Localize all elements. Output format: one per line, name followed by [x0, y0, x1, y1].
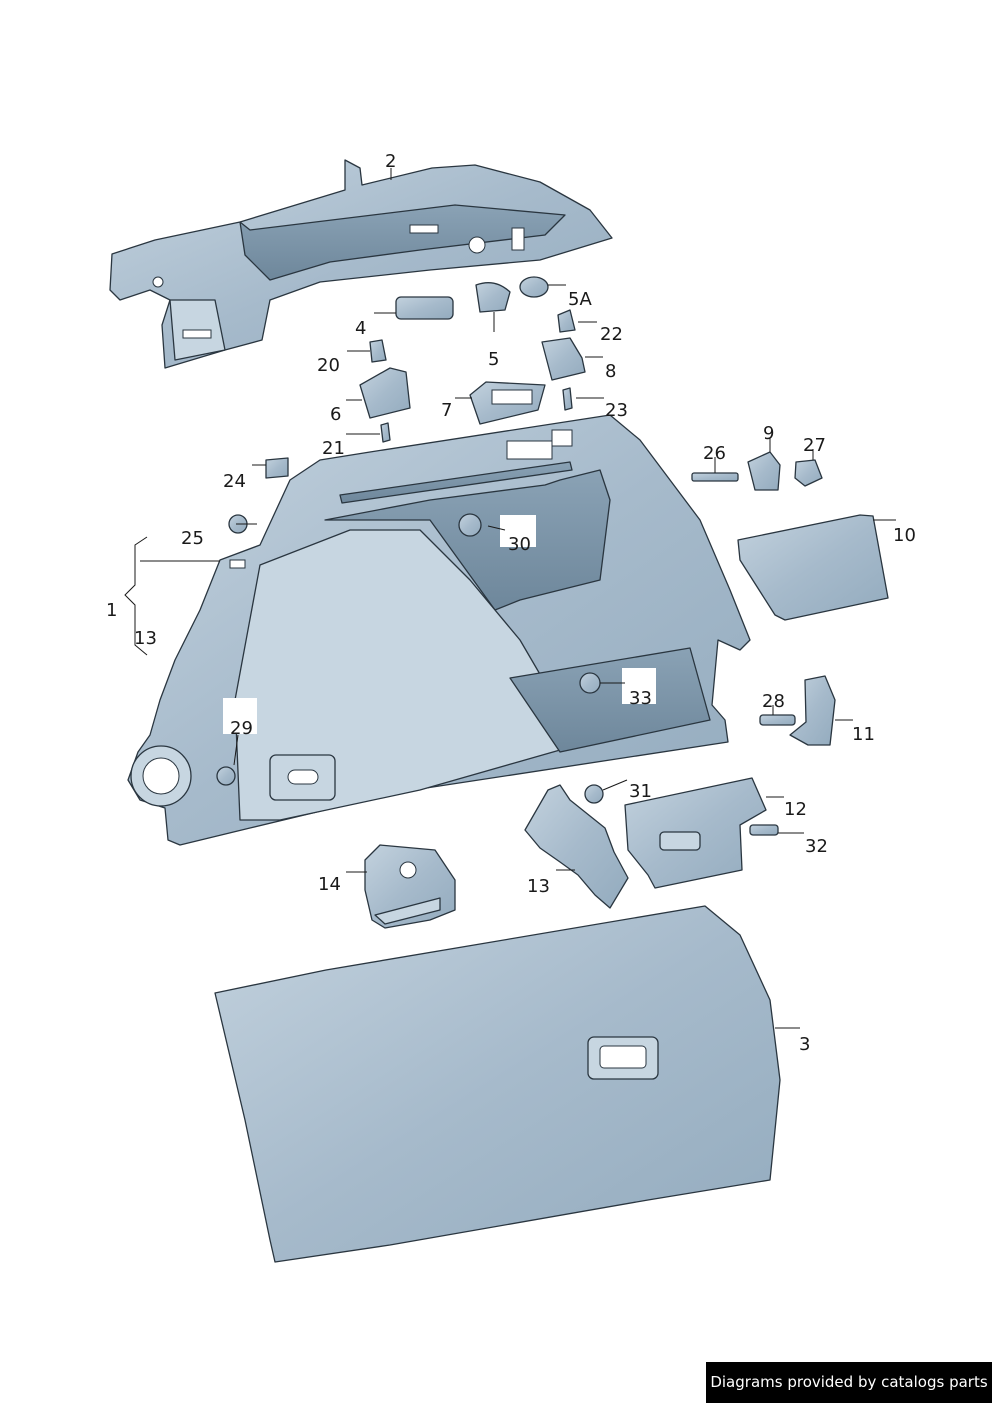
- bracket-6: [359, 367, 411, 419]
- callout-13-lower: 13: [527, 876, 550, 897]
- mounting-bracket-strip: [524, 784, 629, 909]
- clip-30: [458, 513, 482, 537]
- callout-32: 32: [805, 836, 828, 857]
- clip-33: [579, 672, 601, 694]
- bracket-11: [789, 675, 836, 746]
- small-parts: [216, 276, 836, 836]
- callout-26: 26: [703, 443, 726, 464]
- callout-29: 29: [230, 718, 253, 739]
- callout-3: 3: [799, 1034, 810, 1055]
- callout-4: 4: [355, 318, 366, 339]
- callout-13-upper: 13: [134, 628, 157, 649]
- callout-22: 22: [600, 324, 623, 345]
- screw-23: [562, 387, 573, 411]
- handle-part: [364, 844, 456, 929]
- callout-24: 24: [223, 471, 246, 492]
- upper-side-trim-panel: [109, 159, 613, 369]
- leader-lines: [124, 168, 896, 1029]
- callout-30: 30: [508, 534, 531, 555]
- floor-cover: [214, 905, 781, 1263]
- clip-29: [216, 766, 236, 786]
- callout-10: 10: [893, 525, 916, 546]
- callout-6: 6: [330, 404, 341, 425]
- screw-32: [749, 824, 779, 836]
- clip-24: [265, 457, 289, 479]
- callout-2: 2: [385, 151, 396, 172]
- label-mask-29: [223, 698, 257, 734]
- label-mask-33: [622, 668, 656, 704]
- nut-31: [584, 784, 604, 804]
- callout-25: 25: [181, 528, 204, 549]
- callout-20: 20: [317, 355, 340, 376]
- main-side-trim-panel: [127, 414, 751, 846]
- callout-11: 11: [852, 724, 875, 745]
- callout-28: 28: [762, 691, 785, 712]
- credit-banner: Diagrams provided by catalogs parts: [706, 1362, 992, 1403]
- callout-21: 21: [322, 438, 345, 459]
- callout-1: 1: [106, 600, 117, 621]
- cap-5: [475, 282, 511, 313]
- callout-12: 12: [784, 799, 807, 820]
- callout-9: 9: [763, 423, 774, 444]
- callout-27: 27: [803, 435, 826, 456]
- callout-33: 33: [629, 688, 652, 709]
- retainer-22: [557, 309, 576, 333]
- callout-5a: 5A: [568, 289, 592, 310]
- callout-23: 23: [605, 400, 628, 421]
- screw-28: [759, 714, 796, 726]
- callout-14: 14: [318, 874, 341, 895]
- side-cover-panel: [737, 514, 889, 621]
- bracket-8: [541, 337, 586, 381]
- screw-26: [691, 472, 739, 482]
- retaining-plate: [624, 777, 767, 889]
- cap-5a: [519, 276, 549, 298]
- nut-27: [794, 459, 823, 487]
- holder-9: [747, 451, 781, 491]
- callout-7: 7: [441, 400, 452, 421]
- label-mask-30: [500, 515, 536, 547]
- callout-8: 8: [605, 361, 616, 382]
- clip-4: [395, 296, 454, 320]
- callout-5: 5: [488, 349, 499, 370]
- callout-labels: 2 5A 4 22 5 20 8 6 7 23 9 26 27 21 24 10…: [106, 151, 916, 1055]
- callout-31: 31: [629, 781, 652, 802]
- clip-20: [369, 339, 387, 363]
- screw-21: [380, 422, 391, 443]
